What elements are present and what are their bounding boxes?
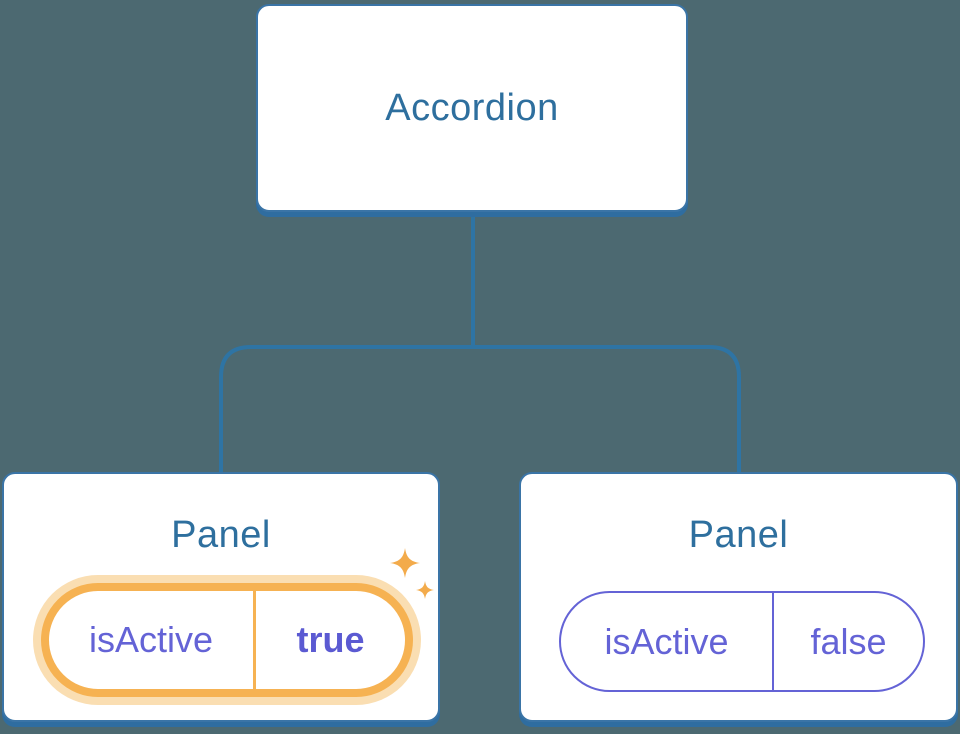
state-key: isActive [604,620,729,662]
panel-node-active: Panel isActive true [2,472,440,722]
pill-divider [253,591,256,689]
panel-node-label: Panel [688,514,789,556]
sparkle-small [416,581,434,599]
panel-node-inactive: Panel isActive false [519,472,958,722]
state-pill-active: isActive true [41,583,413,697]
accordion-node-label: Accordion [385,87,559,129]
state-pill-inactive: isActive false [559,591,925,692]
state-value: false [810,620,887,662]
pill-divider [772,593,774,690]
state-value: true [296,619,365,660]
state-key: isActive [88,619,214,660]
connector-branch [219,345,741,474]
sparkle-icon [390,548,434,599]
panel-node-label: Panel [171,514,271,556]
sparkle-large [390,548,420,578]
accordion-node: Accordion [256,4,688,212]
